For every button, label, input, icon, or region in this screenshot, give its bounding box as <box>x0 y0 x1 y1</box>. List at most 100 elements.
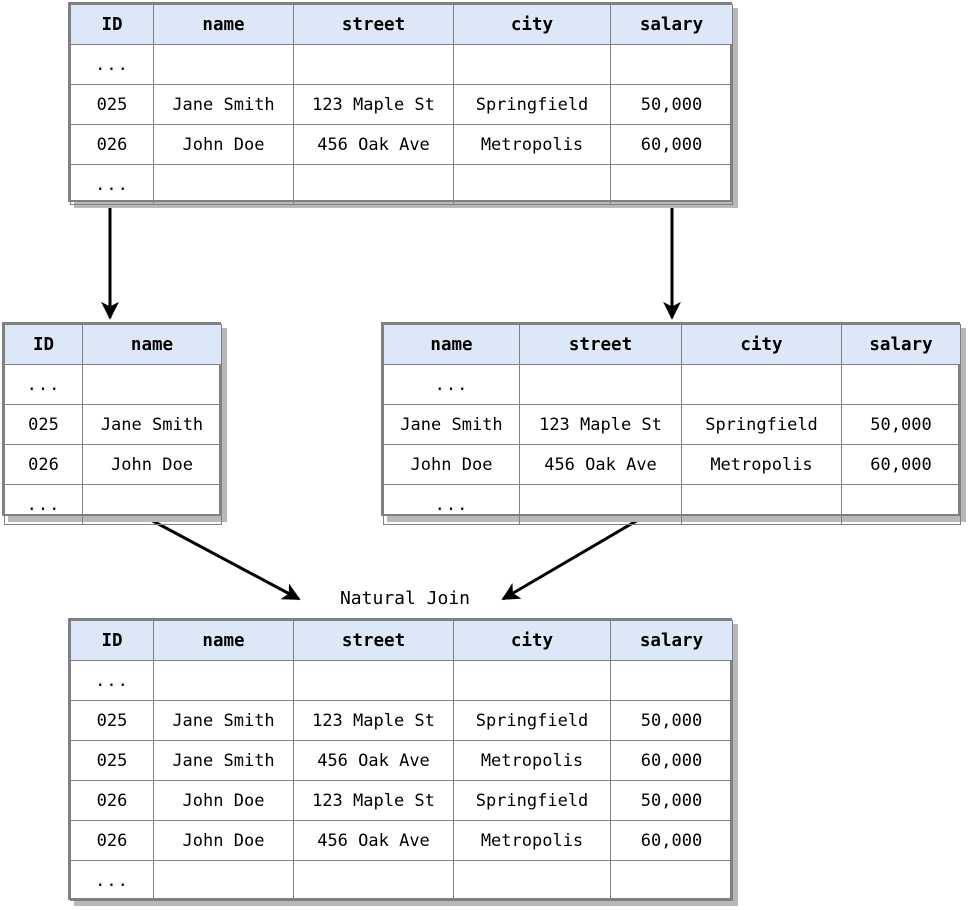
cell-name: John Doe <box>383 444 520 485</box>
table-name-address: name street city salary ... Jane Smith 1… <box>381 322 961 525</box>
cell-name: ... <box>383 484 520 525</box>
cell-street <box>519 484 682 525</box>
id-name-grid: ID name ... 025 Jane Smith 026 John Doe <box>4 324 222 525</box>
cell-id: 026 <box>70 820 154 861</box>
cell-salary: 60,000 <box>610 124 733 165</box>
arrow-name-address-to-join <box>501 518 639 601</box>
column-header-street: street <box>293 4 454 45</box>
cell-salary: 50,000 <box>841 404 961 445</box>
cell-city: Springfield <box>681 404 842 445</box>
cell-name <box>82 484 222 525</box>
cell-street: 123 Maple St <box>293 780 454 821</box>
cell-city: Springfield <box>453 700 611 741</box>
cell-name: John Doe <box>153 780 294 821</box>
column-header-street: street <box>293 620 454 661</box>
cell-salary: 60,000 <box>610 820 733 861</box>
cell-street: 456 Oak Ave <box>293 740 454 781</box>
cell-street <box>519 364 682 405</box>
cell-street <box>293 860 454 901</box>
column-header-name: name <box>153 4 294 45</box>
cell-id: 025 <box>70 740 154 781</box>
table-row: 025 Jane Smith 123 Maple St Springfield … <box>70 84 733 125</box>
table-row: ... <box>383 484 961 525</box>
table-header-row: ID name street city salary <box>70 620 733 661</box>
table-header-row: ID name <box>4 324 222 365</box>
column-header-salary: salary <box>841 324 961 365</box>
cell-city <box>453 44 611 85</box>
natural-join-label: Natural Join <box>339 588 471 609</box>
table-row: 026 John Doe 456 Oak Ave Metropolis 60,0… <box>70 124 733 165</box>
join-result-head: ID name street city salary <box>70 620 733 661</box>
table-row: ... <box>70 860 733 901</box>
cell-street: 123 Maple St <box>519 404 682 445</box>
cell-name <box>153 164 294 205</box>
cell-name: Jane Smith <box>82 404 222 445</box>
cell-city <box>681 484 842 525</box>
cell-salary: 60,000 <box>841 444 961 485</box>
name-address-head: name street city salary <box>383 324 961 365</box>
table-header-row: name street city salary <box>383 324 961 365</box>
cell-city <box>453 164 611 205</box>
table-header-row: ID name street city salary <box>70 4 733 45</box>
cell-name: John Doe <box>153 124 294 165</box>
cell-id: 026 <box>70 124 154 165</box>
cell-id: 025 <box>70 84 154 125</box>
cell-city: Metropolis <box>453 740 611 781</box>
cell-salary <box>841 484 961 525</box>
column-header-salary: salary <box>610 620 733 661</box>
cell-id: 026 <box>70 780 154 821</box>
name-address-body: ... Jane Smith 123 Maple St Springfield … <box>383 364 961 525</box>
cell-id: ... <box>70 44 154 85</box>
column-header-name: name <box>153 620 294 661</box>
cell-id: ... <box>70 660 154 701</box>
column-header-city: city <box>453 620 611 661</box>
cell-city: Springfield <box>453 84 611 125</box>
cell-city <box>681 364 842 405</box>
table-row: 026 John Doe 123 Maple St Springfield 50… <box>70 780 733 821</box>
employee-body: ... 025 Jane Smith 123 Maple St Springfi… <box>70 44 733 205</box>
employee-head: ID name street city salary <box>70 4 733 45</box>
cell-street: 456 Oak Ave <box>519 444 682 485</box>
cell-street: 123 Maple St <box>293 84 454 125</box>
id-name-body: ... 025 Jane Smith 026 John Doe ... <box>4 364 222 525</box>
cell-name <box>153 660 294 701</box>
table-employee: ID name street city salary ... 025 J <box>68 2 733 205</box>
employee-grid: ID name street city salary ... 025 J <box>70 4 733 205</box>
cell-salary <box>610 164 733 205</box>
cell-city: Metropolis <box>453 124 611 165</box>
cell-city <box>453 660 611 701</box>
cell-street: 456 Oak Ave <box>293 820 454 861</box>
cell-name <box>153 860 294 901</box>
cell-salary <box>610 860 733 901</box>
cell-salary: 50,000 <box>610 700 733 741</box>
cell-city: Metropolis <box>453 820 611 861</box>
cell-salary: 50,000 <box>610 780 733 821</box>
table-row: ... <box>383 364 961 405</box>
column-header-name: name <box>383 324 520 365</box>
cell-name: John Doe <box>153 820 294 861</box>
id-name-head: ID name <box>4 324 222 365</box>
cell-street <box>293 164 454 205</box>
table-natural-join-result: ID name street city salary ... 025 J <box>68 618 733 901</box>
cell-name <box>82 364 222 405</box>
column-header-city: city <box>681 324 842 365</box>
table-row: ... <box>70 44 733 85</box>
column-header-city: city <box>453 4 611 45</box>
join-result-body: ... 025 Jane Smith 123 Maple St Springfi… <box>70 660 733 901</box>
cell-name: Jane Smith <box>153 700 294 741</box>
cell-id: ... <box>4 484 83 525</box>
cell-street: 456 Oak Ave <box>293 124 454 165</box>
cell-id: ... <box>70 164 154 205</box>
table-row: 025 Jane Smith 456 Oak Ave Metropolis 60… <box>70 740 733 781</box>
cell-city: Springfield <box>453 780 611 821</box>
cell-id: 026 <box>4 444 83 485</box>
cell-street: 123 Maple St <box>293 700 454 741</box>
cell-city <box>453 860 611 901</box>
cell-salary <box>610 44 733 85</box>
name-address-grid: name street city salary ... Jane Smith 1… <box>383 324 961 525</box>
table-row: ... <box>4 364 222 405</box>
table-row: ... <box>4 484 222 525</box>
cell-name: Jane Smith <box>153 84 294 125</box>
table-row: 025 Jane Smith 123 Maple St Springfield … <box>70 700 733 741</box>
